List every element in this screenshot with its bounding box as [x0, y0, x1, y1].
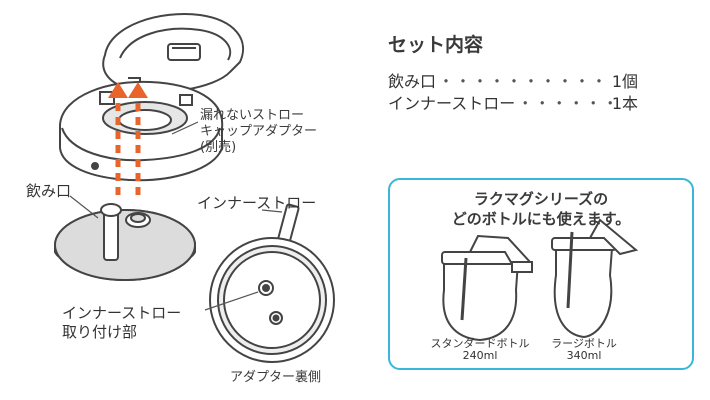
spout-part	[54, 203, 196, 281]
adapter-callout-line2: キャップアダプター	[200, 124, 318, 139]
inner-straw-callout: インナーストロー	[197, 194, 317, 212]
attach-point-callout-line2: 取り付け部	[62, 323, 138, 341]
set-item-qty: 1個	[611, 72, 638, 91]
set-item-name: 飲み口	[388, 72, 437, 91]
set-item-name: インナーストロー	[388, 94, 516, 113]
compatibility-line1: ラクマグシリーズの	[473, 190, 609, 208]
cap-lid	[102, 13, 245, 94]
set-item-qty: 1本	[611, 94, 638, 113]
leader-dots: ・・・・・・・・・・・・・・・・・・・・・	[438, 72, 612, 91]
bottle-capacity-standard: 240ml	[462, 349, 498, 362]
bottle-capacity-large: 340ml	[566, 349, 602, 362]
adapter-callout-line1: 漏れないストロー	[200, 108, 305, 123]
bottle-name-large: ラージボトル	[551, 337, 617, 350]
assembly-arrows	[108, 82, 148, 195]
leader-dots: ・・・・・・・・・・・・・	[517, 94, 612, 113]
spout-callout: 飲み口	[26, 182, 72, 200]
leader-lines	[69, 121, 283, 311]
adapter-back-callout: アダプター裏側	[230, 370, 322, 385]
standard-bottle	[441, 234, 533, 342]
compatibility-box: ラクマグシリーズの どのボトルにも使えます。	[388, 178, 694, 370]
adapter-callout-line3: (別売)	[200, 140, 237, 155]
set-contents-title: セット内容	[388, 34, 484, 56]
bottle-name-standard: スタンダードボトル	[430, 337, 530, 350]
cap-adapter	[59, 80, 224, 182]
attach-point-callout-line1: インナーストロー	[62, 304, 182, 322]
compatibility-line2: どのボトルにも使えます。	[451, 210, 631, 228]
large-bottle	[551, 218, 639, 339]
set-item: 飲み口 ・・・・・・・・・・・・・・・・・・・・・ 1個	[388, 68, 638, 92]
set-item: インナーストロー ・・・・・・・・・・・・・ 1本	[388, 90, 638, 114]
adapter-back-view	[209, 237, 335, 363]
